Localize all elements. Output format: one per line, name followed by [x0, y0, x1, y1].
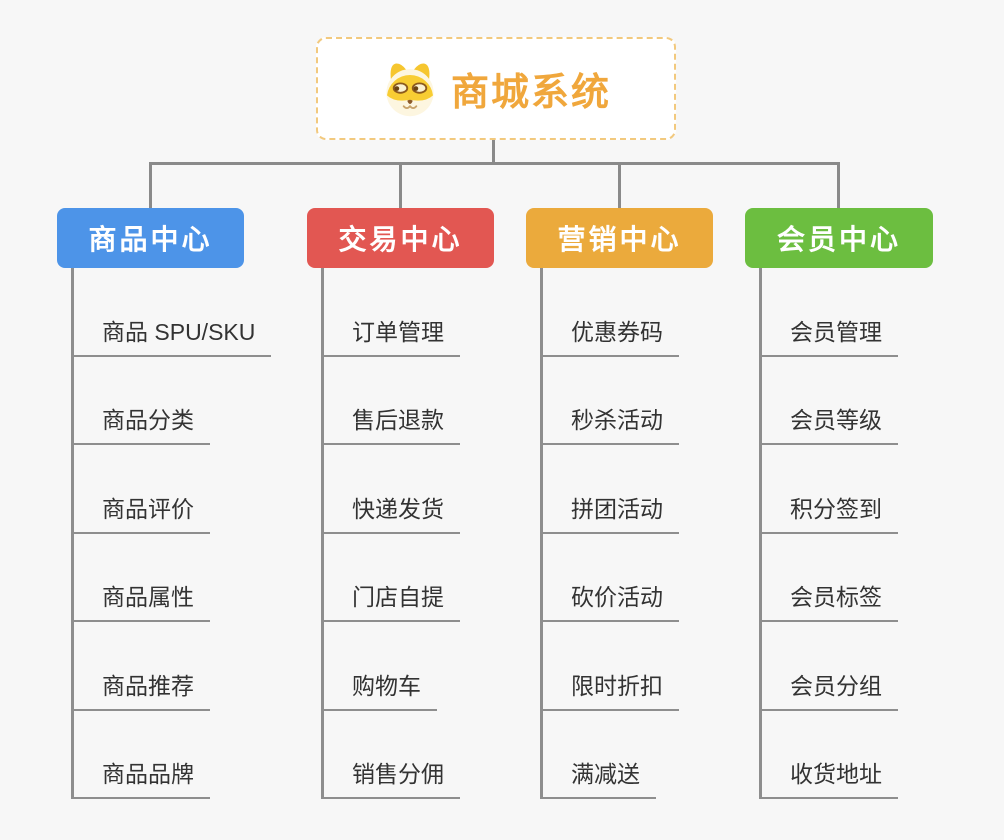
branch-label: 会员中心: [776, 224, 901, 255]
branch-label: 营销中心: [557, 224, 682, 255]
leaf-node[interactable]: 商品分类: [74, 401, 210, 445]
leaf-row: 售后退款: [324, 357, 460, 445]
root-title: 商城系统: [450, 72, 611, 114]
leaf-row: 商品评价: [74, 445, 271, 534]
leaf-node[interactable]: 砍价活动: [543, 578, 679, 622]
leaf-row: 优惠券码: [543, 268, 679, 357]
leaf-row: 秒杀活动: [543, 357, 679, 445]
leaf-row: 砍价活动: [543, 534, 679, 622]
root-node[interactable]: 商城系统: [316, 37, 676, 140]
branch-label: 交易中心: [338, 224, 463, 255]
leaf-node[interactable]: 会员管理: [762, 313, 898, 357]
leaf-node[interactable]: 商品评价: [74, 490, 210, 534]
leaf-row: 会员管理: [762, 268, 898, 357]
leaf-node[interactable]: 积分签到: [762, 490, 898, 534]
leaf-row: 会员分组: [762, 622, 898, 711]
leaf-row: 快递发货: [324, 445, 460, 534]
leaf-node[interactable]: 快递发货: [324, 490, 460, 534]
leaf-node[interactable]: 满减送: [543, 755, 656, 799]
dog-icon: [386, 63, 434, 116]
leaf-row: 商品推荐: [74, 622, 271, 711]
leaf-node[interactable]: 商品品牌: [74, 755, 210, 799]
leaf-node[interactable]: 限时折扣: [543, 667, 679, 711]
leaf-row: 商品品牌: [74, 711, 271, 799]
leaf-node[interactable]: 收货地址: [762, 755, 898, 799]
leaf-row: 销售分佣: [324, 711, 460, 799]
leaf-node[interactable]: 会员分组: [762, 667, 898, 711]
branch-spine-trade: 订单管理 售后退款 快递发货 门店自提 购物车 销售分佣: [321, 268, 460, 799]
branch-node-member-center[interactable]: 会员中心: [745, 208, 933, 268]
connector-rail: [149, 162, 840, 165]
root-connector-stub: [492, 140, 495, 164]
leaf-node[interactable]: 拼团活动: [543, 490, 679, 534]
leaf-node[interactable]: 门店自提: [324, 578, 460, 622]
connector-drop: [618, 164, 621, 209]
leaf-row: 积分签到: [762, 445, 898, 534]
leaf-node[interactable]: 售后退款: [324, 401, 460, 445]
leaf-node[interactable]: 购物车: [324, 667, 437, 711]
leaf-row: 满减送: [543, 711, 679, 799]
leaf-row: 订单管理: [324, 268, 460, 357]
branch-spine-marketing: 优惠券码 秒杀活动 拼团活动 砍价活动 限时折扣 满减送: [540, 268, 679, 799]
leaf-row: 商品分类: [74, 357, 271, 445]
leaf-row: 商品属性: [74, 534, 271, 622]
branch-node-marketing-center[interactable]: 营销中心: [526, 208, 713, 268]
leaf-node[interactable]: 商品 SPU/SKU: [74, 313, 272, 357]
branch-label: 商品中心: [88, 224, 213, 255]
leaf-row: 商品 SPU/SKU: [74, 268, 272, 357]
leaf-node[interactable]: 商品属性: [74, 578, 210, 622]
leaf-row: 拼团活动: [543, 445, 679, 534]
branch-node-product-center[interactable]: 商品中心: [57, 208, 244, 268]
leaf-row: 限时折扣: [543, 622, 679, 711]
branch-spine-member: 会员管理 会员等级 积分签到 会员标签 会员分组 收货地址: [759, 268, 898, 799]
branch-spine-product: 商品 SPU/SKU 商品分类 商品评价 商品属性 商品推荐 商品品牌: [71, 268, 272, 799]
connector-drop: [399, 164, 402, 209]
connector-drop: [837, 164, 840, 209]
branch-node-trade-center[interactable]: 交易中心: [307, 208, 494, 268]
leaf-node[interactable]: 会员等级: [762, 401, 898, 445]
leaf-node[interactable]: 销售分佣: [324, 755, 460, 799]
leaf-row: 会员标签: [762, 534, 898, 622]
leaf-row: 购物车: [324, 622, 460, 711]
leaf-node[interactable]: 会员标签: [762, 578, 898, 622]
leaf-node[interactable]: 优惠券码: [543, 313, 679, 357]
connector-drop: [149, 164, 152, 209]
leaf-row: 会员等级: [762, 357, 898, 445]
leaf-row: 收货地址: [762, 711, 898, 799]
leaf-node[interactable]: 订单管理: [324, 313, 460, 357]
leaf-node[interactable]: 秒杀活动: [543, 401, 679, 445]
leaf-row: 门店自提: [324, 534, 460, 622]
leaf-node[interactable]: 商品推荐: [74, 667, 210, 711]
